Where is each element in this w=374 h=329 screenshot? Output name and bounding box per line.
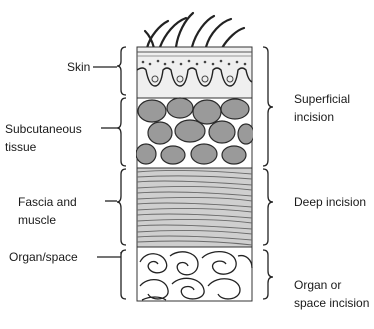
hair-strands (145, 13, 244, 48)
label-subcutaneous-tissue: Subcutaneoustissue (5, 120, 82, 156)
left-layer-brackets (93, 47, 126, 299)
right-incision-brackets (263, 47, 273, 299)
label-organ-space: Organ/space (9, 248, 78, 266)
label-superficial-incision: Superficialincision (294, 90, 350, 126)
subcutaneous-layer (136, 98, 254, 168)
label-deep-incision: Deep incision (294, 193, 366, 211)
skin-layer (137, 47, 252, 98)
label-organ-or-space-incision: Organ orspace incision (294, 276, 369, 312)
fascia-muscle-layer (137, 168, 252, 247)
organ-space-layer (137, 247, 252, 301)
label-skin: Skin (67, 58, 90, 76)
label-fascia-and-muscle: Fascia andmuscle (18, 193, 77, 229)
